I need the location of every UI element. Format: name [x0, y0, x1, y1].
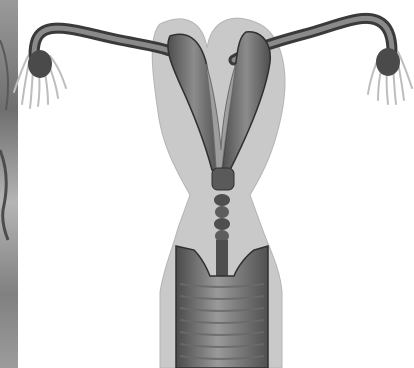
right-ovary-end [376, 48, 400, 76]
left-ovary-end [28, 50, 52, 78]
